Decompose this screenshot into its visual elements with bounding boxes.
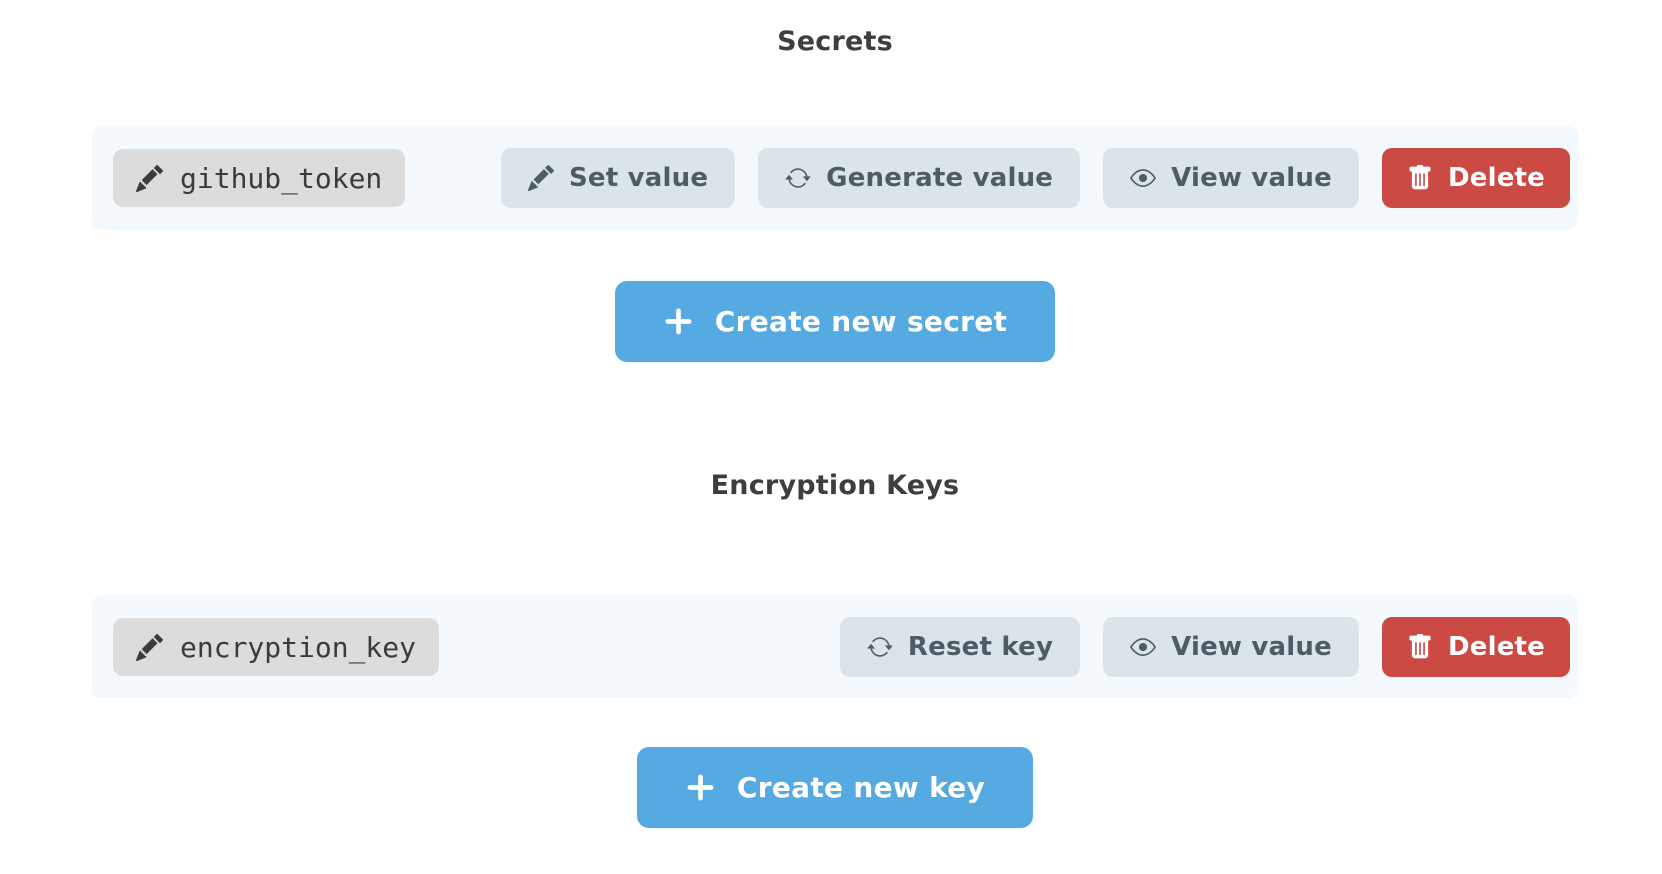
refresh-icon <box>785 165 811 191</box>
secret-row-github-token: github_token Set value Generate value Vi… <box>92 126 1578 230</box>
create-new-key-button[interactable]: Create new key <box>636 747 1034 828</box>
reset-key-button[interactable]: Reset key <box>839 617 1081 677</box>
trash-icon <box>1407 634 1433 660</box>
refresh-icon <box>867 634 893 660</box>
key-name-label: encryption_key <box>180 630 417 664</box>
create-new-secret-label: Create new secret <box>714 305 1008 338</box>
plus-icon <box>685 772 716 803</box>
delete-secret-label: Delete <box>1447 163 1545 193</box>
secrets-page: Secrets github_token Set value Generate … <box>92 0 1578 828</box>
generate-value-button[interactable]: Generate value <box>758 148 1081 208</box>
key-name-chip[interactable]: encryption_key <box>113 618 440 676</box>
view-value-label: View value <box>1171 163 1332 193</box>
view-key-value-button[interactable]: View value <box>1103 617 1359 677</box>
pencil-icon <box>136 165 163 192</box>
view-value-button[interactable]: View value <box>1103 148 1359 208</box>
secret-name-label: github_token <box>180 161 383 195</box>
generate-value-label: Generate value <box>826 163 1054 193</box>
encryption-keys-section-title: Encryption Keys <box>710 470 960 501</box>
create-new-key-label: Create new key <box>736 771 986 804</box>
key-actions: Reset key View value Delete <box>839 617 1570 677</box>
set-value-label: Set value <box>568 163 709 193</box>
pencil-icon <box>136 634 163 661</box>
secret-name-chip[interactable]: github_token <box>113 149 406 207</box>
delete-key-label: Delete <box>1447 632 1545 662</box>
secret-actions: Set value Generate value View value Dele… <box>500 148 1570 208</box>
reset-key-label: Reset key <box>907 632 1054 662</box>
key-row-encryption-key: encryption_key Reset key View value Dele… <box>92 595 1578 699</box>
eye-icon <box>1130 634 1156 660</box>
create-new-secret-button[interactable]: Create new secret <box>614 281 1056 362</box>
set-value-button[interactable]: Set value <box>500 148 736 208</box>
trash-icon <box>1407 165 1433 191</box>
eye-icon <box>1130 165 1156 191</box>
view-key-value-label: View value <box>1171 632 1332 662</box>
pencil-icon <box>528 165 554 191</box>
delete-secret-button[interactable]: Delete <box>1381 148 1570 208</box>
secrets-section-title: Secrets <box>777 26 893 57</box>
delete-key-button[interactable]: Delete <box>1381 617 1570 677</box>
plus-icon <box>663 306 694 337</box>
